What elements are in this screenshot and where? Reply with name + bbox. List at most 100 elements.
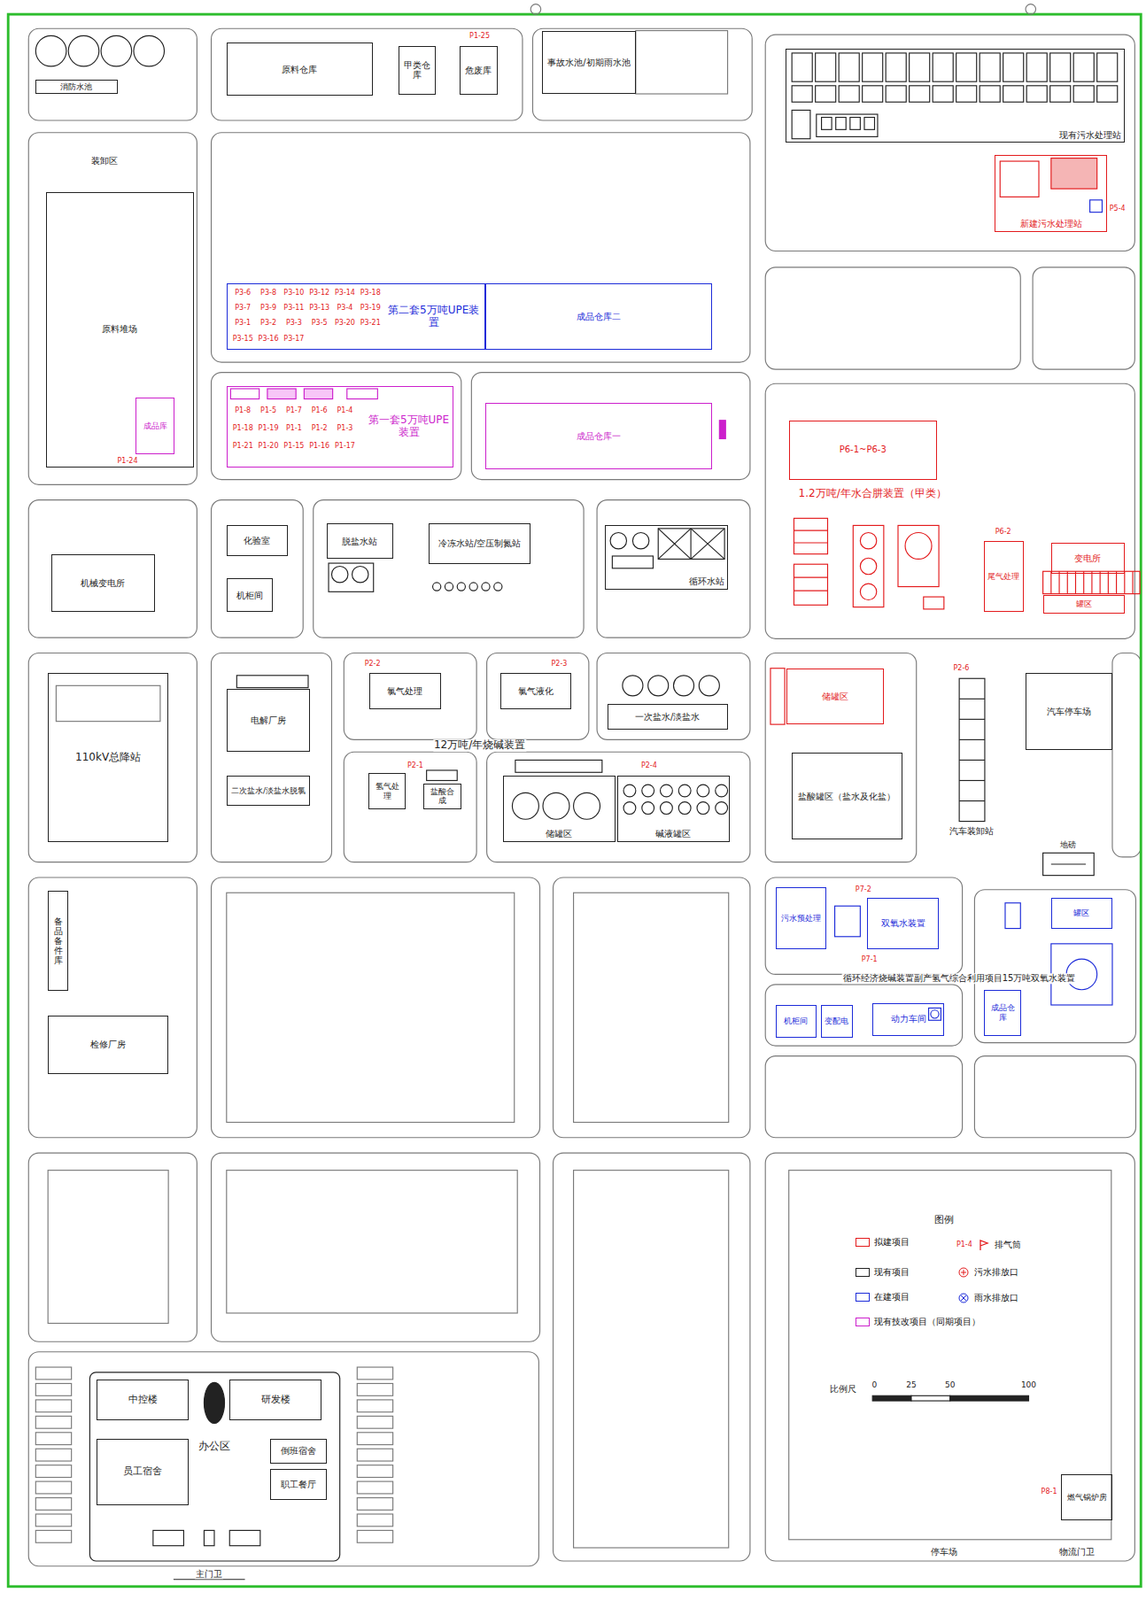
building-name: 尾气处理: [986, 572, 1021, 581]
map-label: P1-18: [232, 424, 255, 433]
building-name: 变电所: [1073, 553, 1102, 565]
map-label: P1-15: [282, 441, 305, 450]
building-box: 成品库: [135, 397, 175, 454]
parking-stall: [356, 1416, 393, 1429]
site-plot: [343, 751, 477, 862]
building-outline: [1073, 85, 1094, 102]
building-name: 研发楼: [260, 1394, 292, 1407]
legend-item: 拟建项目: [855, 1236, 910, 1249]
building-box: 盐酸合成: [423, 783, 461, 810]
detail-line: [1131, 571, 1133, 594]
legend-symbol: [957, 1292, 970, 1305]
site-plot: [471, 372, 751, 481]
site-plot: [765, 267, 1021, 370]
building-outline: [1073, 53, 1094, 82]
map-label: P3-12: [308, 288, 331, 297]
building-name: 甲类仓库: [401, 60, 434, 81]
map-label: P3-19: [359, 303, 382, 312]
site-plot: [596, 652, 751, 740]
tank-symbol: [715, 802, 728, 815]
map-label: 50: [944, 1379, 956, 1389]
site-plot: [211, 132, 751, 363]
building-outline: [864, 117, 875, 131]
parking-stall: [35, 1432, 71, 1446]
building-box: 检修厂房: [47, 1015, 169, 1076]
legend-label: 现有项目: [874, 1266, 910, 1279]
detail-line: [793, 542, 828, 543]
building-box: 电解厂房: [226, 689, 310, 752]
building-outline: [862, 53, 883, 82]
building-box: 事故水池/初期雨水池: [542, 30, 636, 94]
map-label: P5-4: [1108, 205, 1127, 214]
map-label: 循环经济烧碱装置副产氢气综合利用项目15万吨双氧水装置: [842, 973, 1077, 984]
site-plot: [211, 877, 541, 1139]
detail-line: [1099, 571, 1101, 594]
gate-symbol: [1025, 4, 1037, 16]
building-outline: [1003, 85, 1024, 102]
building-name: 罐区: [1075, 599, 1093, 609]
building-name: 中控楼: [127, 1394, 159, 1407]
pool-symbol: [100, 35, 132, 67]
building-name: 员工宿舍: [122, 1466, 163, 1479]
map-label: P1-5: [259, 407, 278, 416]
site-plot: [765, 984, 962, 1046]
parking-stall: [35, 1481, 71, 1495]
map-label: 物流门卫: [1058, 1547, 1096, 1558]
tank-symbol: [623, 784, 636, 798]
site-plot: [765, 652, 917, 862]
map-label: P3-6: [233, 288, 252, 297]
building-outline: [929, 1007, 942, 1021]
tank-symbol: [660, 784, 674, 798]
tank-symbol: [331, 566, 348, 583]
site-plot: [553, 1153, 751, 1562]
map-label: 比例尺: [828, 1385, 858, 1396]
map-label: 汽车装卸站: [948, 826, 995, 837]
building-outline: [229, 1530, 261, 1546]
map-label: P1-25: [468, 32, 491, 41]
map-label: P1-2: [310, 424, 329, 433]
building-outline: [885, 85, 906, 102]
detail-line: [959, 800, 985, 802]
map-label: P1-21: [232, 441, 255, 450]
building-outline: [815, 85, 837, 102]
building-outline: [956, 85, 977, 102]
site-plot: [343, 652, 477, 740]
building-name: 机柜间: [235, 590, 264, 602]
tank-symbol: [648, 675, 669, 697]
building-outline: [932, 53, 953, 82]
building-outline: [835, 905, 861, 937]
map-label: P3-11: [282, 303, 305, 312]
building-outline: [153, 1530, 185, 1546]
detail-line: [1123, 571, 1125, 594]
tank-symbol: [632, 532, 649, 549]
building-name: 罐区: [1072, 908, 1091, 918]
building-box: 原料堆场成品库: [46, 192, 194, 468]
pool-symbol: [35, 35, 67, 67]
detail-line: [1058, 571, 1060, 594]
building-name: 双氧水装置: [880, 918, 927, 930]
building-box: 110kV总降站: [47, 673, 169, 842]
site-plot: [211, 372, 462, 481]
building-box: 罐区: [1051, 898, 1113, 930]
land-parcel: [226, 1170, 518, 1314]
building-name: 成品仓库: [986, 1003, 1019, 1023]
scale-bar: [950, 1395, 1030, 1402]
legend-item: 排气筒: [977, 1238, 1022, 1252]
map-label: P3-14: [333, 288, 357, 297]
building-outline: [426, 770, 458, 782]
gate-symbol: [530, 4, 542, 16]
map-label: P2-4: [640, 762, 659, 771]
land-parcel: [789, 1170, 1112, 1541]
legend-symbol: [957, 1266, 970, 1279]
parking-stall: [35, 1416, 71, 1429]
building-box: P6-1~P6-3: [789, 420, 937, 481]
detail-line: [959, 739, 985, 741]
building-name: 备品备件库: [53, 916, 64, 966]
tank-symbol: [623, 802, 636, 815]
site-plot: [532, 28, 752, 121]
tank-symbol: [678, 784, 691, 798]
map-label: 办公区: [197, 1440, 232, 1454]
building-outline: [909, 53, 930, 82]
building-box: 倒班宿舍: [270, 1439, 326, 1465]
parking-stall: [356, 1465, 393, 1479]
